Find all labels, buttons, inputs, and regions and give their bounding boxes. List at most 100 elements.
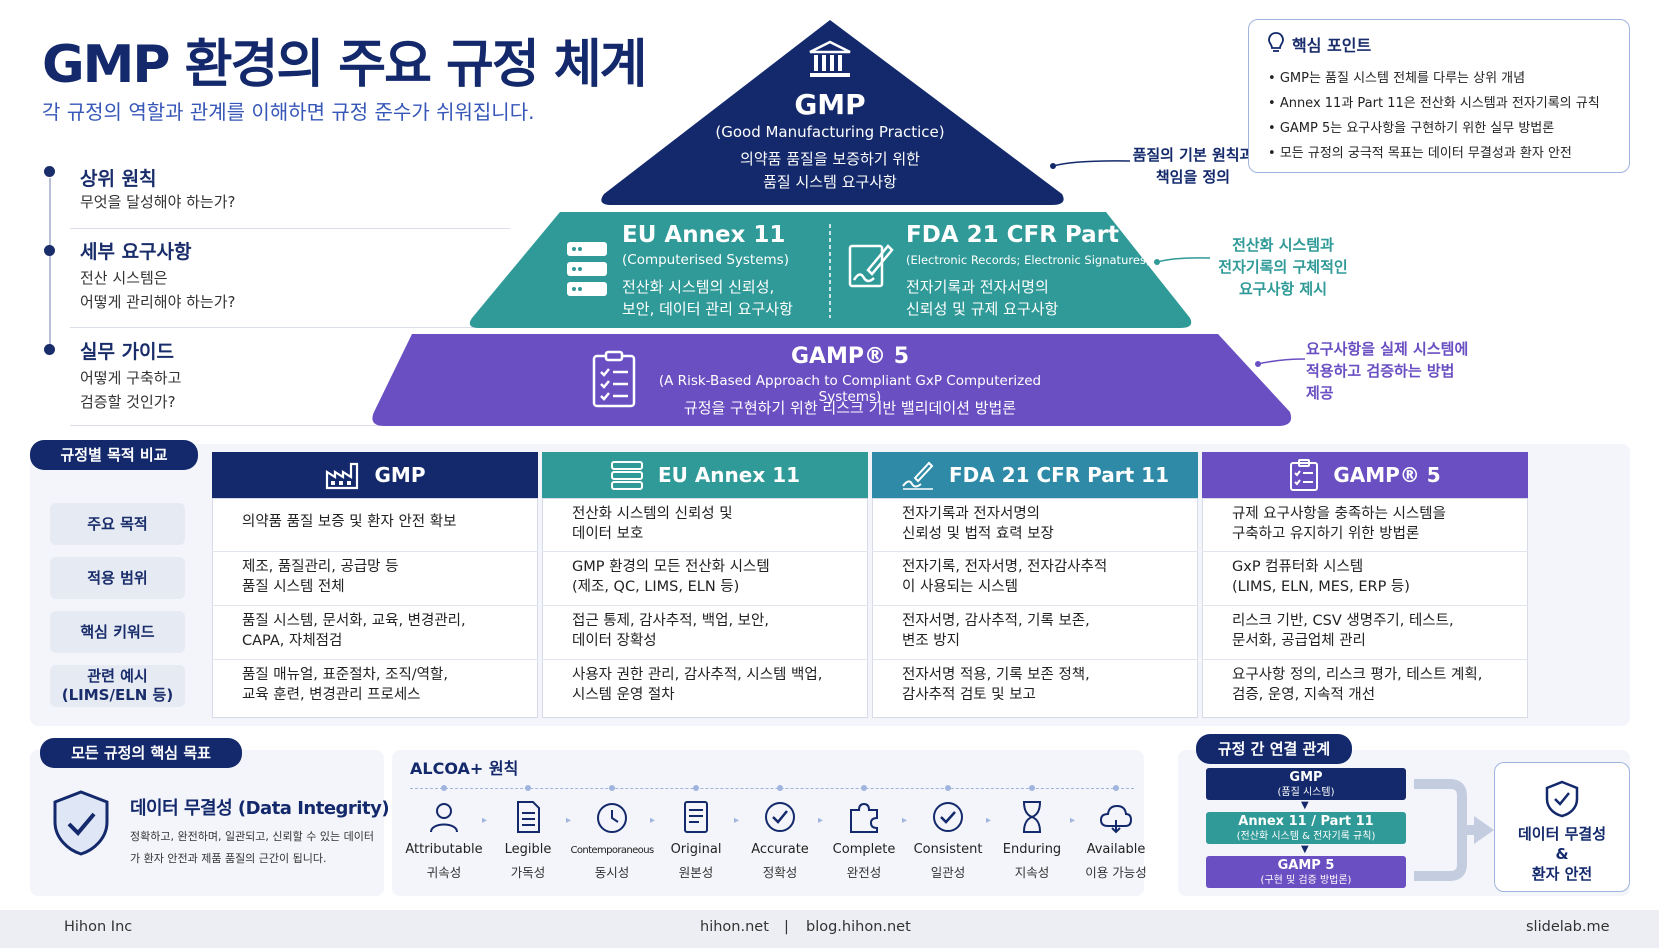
timeline-dot <box>861 785 867 791</box>
hourglass-icon <box>1015 800 1049 834</box>
page-title: GMP 환경의 주요 규정 체계 <box>42 35 648 95</box>
row-label-keywords: 핵심 키워드 <box>50 611 185 653</box>
column-header-label: GAMP® 5 <box>1333 463 1441 487</box>
table-cell: 접근 통제, 감사추적, 백업, 보안,데이터 장확성 <box>572 613 769 649</box>
hierarchy-separator <box>70 425 510 426</box>
row-label-examples: 관련 예시 (LIMS/ELN 등) <box>50 665 185 707</box>
goal-title: 데이터 무결성 (Data Integrity) <box>130 798 390 819</box>
timeline-dot <box>777 785 783 791</box>
consistent-check-icon <box>931 800 965 834</box>
timeline-dot <box>525 785 531 791</box>
alcoa-item-korean: 완전성 <box>846 865 882 880</box>
footer-link-site[interactable]: hihon.net <box>700 919 769 935</box>
puzzle-icon <box>847 800 881 834</box>
hierarchy-desc-upper: 무엇을 달성해야 하는가? <box>80 193 236 211</box>
key-points-title: 핵심 포인트 <box>1292 36 1372 55</box>
alcoa-item-label: Complete <box>832 842 896 857</box>
row-label-purpose: 주요 목적 <box>50 503 185 545</box>
document-icon <box>511 800 545 834</box>
alcoa-item-korean: 일관성 <box>930 865 966 880</box>
hierarchy-title-practice: 실무 가이드 <box>80 341 175 363</box>
hierarchy-title-upper: 상위 원칙 <box>80 168 157 190</box>
shield-check-icon <box>53 790 109 856</box>
row-separator <box>872 659 1198 660</box>
original-doc-icon <box>679 800 713 834</box>
timeline-dot <box>1029 785 1035 791</box>
relation-box-gamp: GAMP 5(구현 및 검증 방법론) <box>1206 856 1406 888</box>
hierarchy-desc-detail-1: 전산 시스템은 <box>80 269 168 287</box>
row-label-scope: 적용 범위 <box>50 557 185 599</box>
server-icon <box>610 460 644 490</box>
row-separator <box>542 659 868 660</box>
key-points-box <box>1248 19 1630 173</box>
row-separator <box>212 659 538 660</box>
relation-box-annex-part11: Annex 11 / Part 11(전산화 시스템 & 전자기록 규칙) <box>1206 812 1406 844</box>
key-point-item: • 모든 규정의 궁극적 목표는 데이터 무결성과 환자 안전 <box>1268 146 1572 161</box>
pyramid-gmp-tier <box>601 20 1064 205</box>
hierarchy-desc-practice-1: 어떻게 구축하고 <box>80 369 182 387</box>
alcoa-item-korean: 동시성 <box>594 865 630 880</box>
relation-label: 규정 간 연결 관계 <box>1196 734 1352 764</box>
column-body <box>212 498 538 718</box>
row-separator <box>542 605 868 606</box>
column-header-2: FDA 21 CFR Part 11 <box>872 452 1198 498</box>
arrow-down-icon: ▼ <box>1301 844 1309 855</box>
chevron-right-icon: ▸ <box>986 815 992 826</box>
column-header-label: FDA 21 CFR Part 11 <box>948 463 1170 487</box>
footer <box>0 910 1659 948</box>
column-body <box>542 498 868 718</box>
row-separator <box>212 551 538 552</box>
hierarchy-dot <box>44 245 55 256</box>
alcoa-item-korean: 지속성 <box>1014 865 1050 880</box>
row-separator <box>212 605 538 606</box>
relation-box-gmp: GMP(품질 시스템) <box>1206 768 1406 800</box>
pyramid-gamp-subtitle: (A Risk-Based Approach to Compliant GxP … <box>658 373 1042 405</box>
bank-building-icon <box>809 40 851 77</box>
row-separator <box>872 605 1198 606</box>
hierarchy-desc-practice-2: 검증할 것인가? <box>80 393 176 411</box>
table-cell: GxP 컴퓨터화 시스템(LIMS, ELN, MES, ERP 등) <box>1232 559 1410 595</box>
column-body <box>1202 498 1528 718</box>
lightbulb-icon <box>1268 32 1284 52</box>
footer-link-blog[interactable]: blog.hihon.net <box>806 919 911 935</box>
alcoa-item-korean: 이용 가능성 <box>1085 865 1147 880</box>
alcoa-item-label: Consistent <box>913 842 983 857</box>
row-separator <box>1202 659 1528 660</box>
alcoa-timeline <box>410 788 1134 789</box>
hierarchy-separator <box>70 327 510 328</box>
hierarchy-line <box>49 178 51 350</box>
goal-desc-1: 정확하고, 완전하며, 일관되고, 신뢰할 수 있는 데이터 <box>130 830 374 843</box>
key-point-item: • Annex 11과 Part 11은 전산화 시스템과 전자기록의 규칙 <box>1268 96 1600 111</box>
pyramid-gmp-desc-1: 의약품 품질을 보증하기 위한 <box>740 150 920 168</box>
alcoa-item-label: Available <box>1086 842 1146 857</box>
signature-icon <box>848 244 894 288</box>
comparison-label: 규정별 목적 비교 <box>30 440 198 470</box>
footer-link-slidelab[interactable]: slidelab.me <box>1526 919 1610 935</box>
result-text: 데이터 무결성&환자 안전 <box>1517 825 1607 883</box>
pyramid-part11-desc-1: 전자기록과 전자서명의 <box>906 278 1049 296</box>
chevron-right-icon: ▸ <box>734 815 740 826</box>
hierarchy-title-detail: 세부 요구사항 <box>80 241 192 263</box>
column-header-label: EU Annex 11 <box>657 463 801 487</box>
column-header-3: GAMP® 5 <box>1202 452 1528 498</box>
pyramid-part11-desc-2: 신뢰성 및 규제 요구사항 <box>906 300 1059 318</box>
pyramid-gmp-subtitle: (Good Manufacturing Practice) <box>715 123 945 141</box>
column-header-0: GMP <box>212 452 538 498</box>
alcoa-title: ALCOA+ 원칙 <box>410 759 519 778</box>
timeline-dot <box>1113 785 1119 791</box>
chevron-right-icon: ▸ <box>818 815 824 826</box>
pyramid-annex-title: EU Annex 11 <box>622 222 786 248</box>
signature-icon <box>901 460 935 490</box>
pyramid-gmp-title: GMP <box>794 88 866 121</box>
column-body <box>872 498 1198 718</box>
alcoa-item-label: Attributable <box>405 842 483 857</box>
result-box <box>1494 762 1630 892</box>
page-subtitle: 각 규정의 역할과 관계를 이해하면 규정 준수가 쉬워집니다. <box>42 100 535 124</box>
chevron-right-icon: ▸ <box>650 815 656 826</box>
table-cell: 의약품 품질 보증 및 환자 안전 확보 <box>242 514 457 530</box>
